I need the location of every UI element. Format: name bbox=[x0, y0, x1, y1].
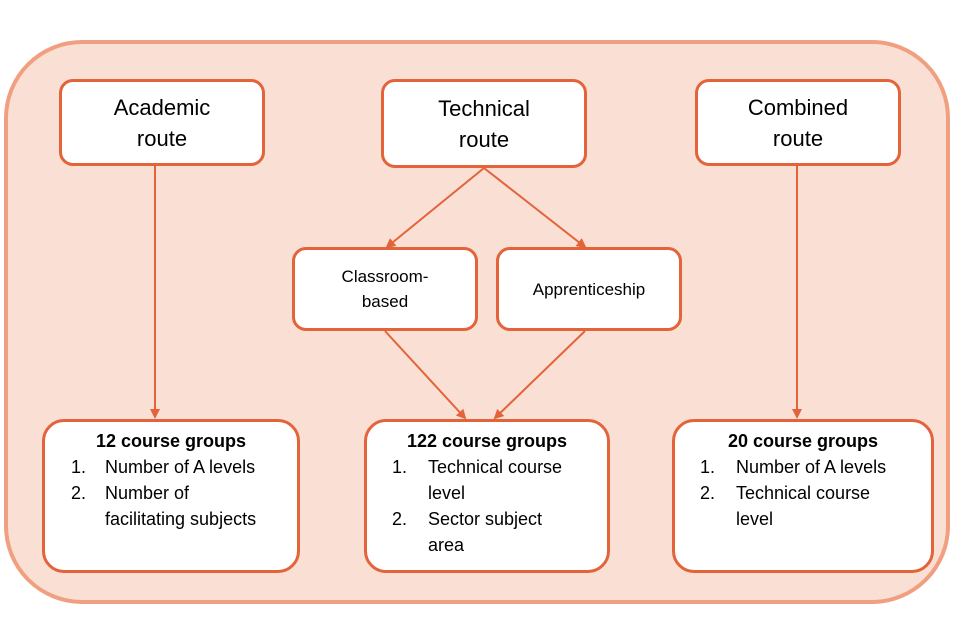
academic-route-box: Academic route bbox=[59, 79, 265, 166]
list-item-text-line2: facilitating subjects bbox=[105, 509, 257, 529]
list-item: 1. Number of A levels bbox=[675, 454, 931, 480]
list-item: 2. Sector subject area bbox=[367, 506, 607, 558]
list-item-number: 2. bbox=[392, 509, 408, 529]
academic-outcome-heading: 12 course groups bbox=[95, 431, 247, 451]
arrow-technical-to-apprenticeship bbox=[483, 167, 587, 249]
list-item-number: 2. bbox=[71, 483, 87, 503]
technical-outcome-list: 1. Technical course level 2. Sector subj… bbox=[367, 454, 607, 558]
academic-outcome-box: 12 course groups 1. Number of A levels 2… bbox=[42, 419, 300, 573]
combined-route-line1: Combined bbox=[747, 94, 849, 120]
classroom-based-box: Classroom- based bbox=[292, 247, 478, 331]
combined-route-line2: route bbox=[772, 125, 824, 151]
list-item-text-line1: Number of bbox=[105, 483, 190, 503]
technical-route-line2: route bbox=[458, 126, 510, 152]
combined-outcome-heading: 20 course groups bbox=[727, 431, 879, 451]
combined-outcome-box: 20 course groups 1. Number of A levels 2… bbox=[672, 419, 934, 573]
combined-route-box: Combined route bbox=[695, 79, 901, 166]
list-item-text-line1: Technical course bbox=[428, 457, 563, 477]
list-item: 2. Number of facilitating subjects bbox=[45, 480, 297, 532]
technical-outcome-box: 122 course groups 1. Technical course le… bbox=[364, 419, 610, 573]
combined-outcome-list: 1. Number of A levels 2. Technical cours… bbox=[675, 454, 931, 532]
classroom-based-line1: Classroom- bbox=[341, 267, 429, 286]
list-item-text-line2: level bbox=[428, 483, 466, 503]
arrow-apprenticeship-to-outcome bbox=[493, 330, 586, 420]
list-item: 1. Number of A levels bbox=[45, 454, 297, 480]
list-item-text-line2: level bbox=[736, 509, 774, 529]
technical-route-line1: Technical bbox=[438, 95, 530, 121]
technical-outcome-heading: 122 course groups bbox=[406, 431, 568, 451]
arrow-classroom-to-outcome bbox=[384, 330, 467, 420]
list-item: 1. Technical course level bbox=[367, 454, 607, 506]
list-item-number: 2. bbox=[700, 483, 716, 503]
list-item-text-line2: area bbox=[428, 535, 465, 555]
list-item-text-line1: Sector subject bbox=[428, 509, 543, 529]
list-item-text-line1: Technical course bbox=[736, 483, 871, 503]
academic-outcome-list: 1. Number of A levels 2. Number of facil… bbox=[45, 454, 297, 532]
academic-route-line2: route bbox=[136, 125, 188, 151]
list-item-number: 1. bbox=[700, 457, 716, 477]
technical-route-box: Technical route bbox=[381, 79, 587, 168]
classroom-based-line2: based bbox=[361, 292, 409, 311]
list-item-text: Number of A levels bbox=[105, 457, 256, 477]
academic-route-line1: Academic bbox=[113, 94, 211, 120]
arrow-technical-to-classroom bbox=[385, 167, 485, 249]
list-item-text: Number of A levels bbox=[736, 457, 887, 477]
list-item-number: 1. bbox=[71, 457, 87, 477]
apprenticeship-box: Apprenticeship bbox=[496, 247, 682, 331]
list-item: 2. Technical course level bbox=[675, 480, 931, 532]
list-item-number: 1. bbox=[392, 457, 408, 477]
apprenticeship-label: Apprenticeship bbox=[532, 279, 646, 299]
